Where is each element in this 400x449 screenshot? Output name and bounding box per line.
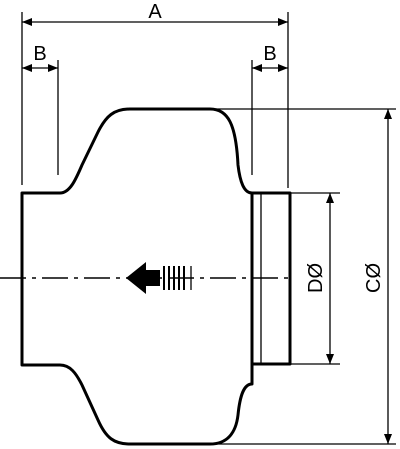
dim-label-a: A <box>148 1 162 23</box>
dim-label-b-left: B <box>33 43 46 65</box>
dim-label-b-right: B <box>263 43 276 65</box>
dim-label-d: DØ <box>305 263 327 293</box>
dim-label-c: CØ <box>363 263 385 293</box>
airflow-arrow-icon <box>126 262 192 294</box>
